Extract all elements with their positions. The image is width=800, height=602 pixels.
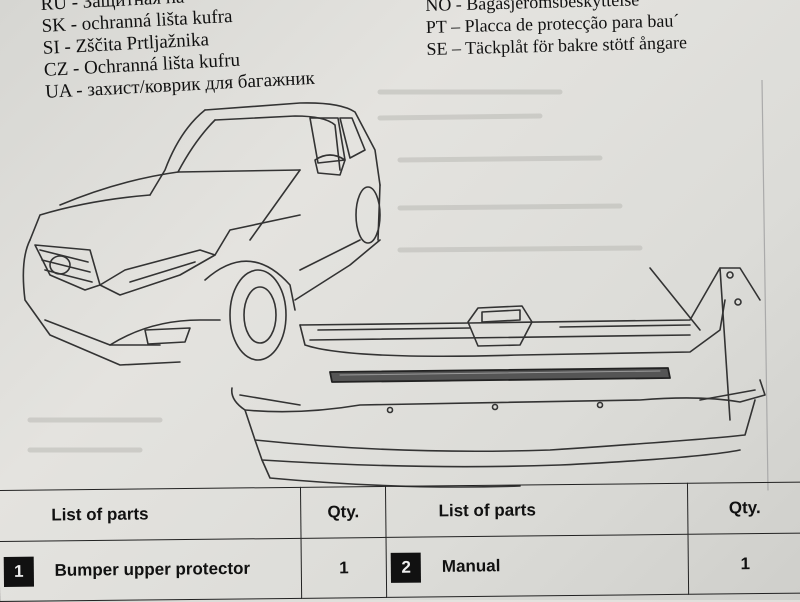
- part-number-badge: 1: [3, 556, 35, 587]
- parts-table: List of parts Qty. List of parts Qty. 1 …: [0, 482, 800, 602]
- car-drawing: [22, 102, 381, 366]
- part-1-cell: 1 Bumper upper protector: [0, 538, 302, 602]
- header-qty-right: Qty.: [687, 482, 800, 535]
- show-through-text: [27, 89, 643, 453]
- part-2-cell: 2 Manual: [386, 534, 689, 598]
- part-qty: 1: [300, 537, 387, 599]
- bumper-protector-part: [329, 367, 671, 383]
- table-row: 1 Bumper upper protector 1 2 Manual 1: [0, 533, 800, 602]
- part-name: Bumper upper protector: [54, 558, 251, 580]
- part-number-badge: 2: [390, 552, 422, 583]
- header-list-of-parts-right: List of parts: [385, 483, 689, 538]
- rear-bumper-drawing: [230, 267, 766, 488]
- header-qty-left: Qty.: [300, 486, 387, 539]
- part-qty: 1: [688, 533, 800, 595]
- header-list-of-parts-left: List of parts: [0, 487, 301, 542]
- car-bumper-illustration: [22, 80, 769, 491]
- part-name: Manual: [441, 555, 501, 576]
- language-list-right: NO - Bagasjeromsbeskyttelse PT – Placca …: [425, 0, 767, 60]
- parts-table-header: List of parts Qty. List of parts Qty.: [0, 482, 800, 542]
